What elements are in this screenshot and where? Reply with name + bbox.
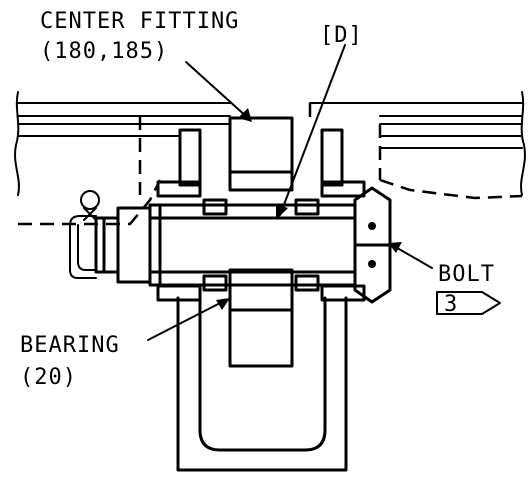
lug-plates: [156, 128, 366, 302]
right-break-line: [520, 91, 526, 196]
bearing-ref: (20): [20, 365, 77, 390]
leader-center-fitting: [185, 61, 252, 122]
leader-d-marker: [276, 44, 346, 220]
bearing-label: BEARING: [20, 333, 120, 358]
leader-bearing: [147, 298, 230, 341]
d-marker-label: [D]: [320, 23, 363, 48]
bolt-head: [353, 186, 392, 304]
bolt-note-flag: [436, 291, 501, 315]
nut-and-pin: [69, 190, 152, 284]
right-structure: [308, 102, 523, 200]
u-bracket: [176, 296, 348, 472]
leader-bolt: [388, 242, 433, 269]
bolt-note-number: 3: [444, 292, 458, 317]
bolt-shaft: [148, 203, 357, 287]
center-fitting-label: CENTER FITTING: [40, 9, 239, 34]
cotter-pin-ring: [80, 190, 100, 210]
bolt-label: BOLT: [438, 262, 495, 287]
bearing: [202, 198, 320, 292]
left-structure: [17, 102, 231, 226]
center-fitting: [228, 116, 294, 368]
left-break-line: [14, 91, 20, 196]
center-fitting-refs: (180,185): [40, 39, 168, 64]
